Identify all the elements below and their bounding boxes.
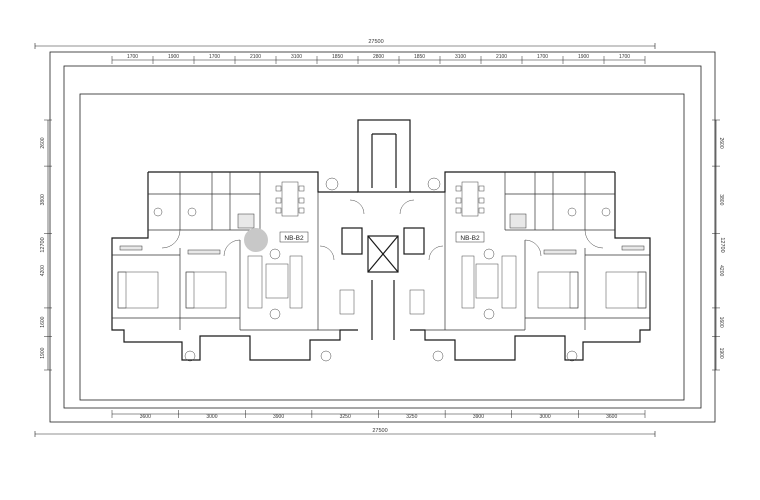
middle-frame xyxy=(63,65,702,409)
top-dim-label: 2100 xyxy=(250,54,261,60)
sofa-right xyxy=(501,255,517,309)
left-dim-label: 3800 xyxy=(40,194,46,205)
bottom-dim-label: 3600 xyxy=(140,414,151,420)
unit-label-right-box: NB-B2 xyxy=(455,231,485,243)
top-dim-label: 3100 xyxy=(291,54,302,60)
left-dim-label: 1900 xyxy=(40,347,46,358)
top-dim-label: 1850 xyxy=(414,54,425,60)
overall-width-top: 27500 xyxy=(368,39,383,45)
right-dimension-chain: 2600 3800 4200 1600 1900 xyxy=(712,119,724,371)
left-dim-label: 2600 xyxy=(40,137,46,148)
sheet-frames xyxy=(49,51,716,423)
bed-right-1 xyxy=(605,271,647,309)
top-dim-label: 1700 xyxy=(537,54,548,60)
top-dim-label: 1850 xyxy=(332,54,343,60)
right-dim-label: 1600 xyxy=(718,317,724,328)
highlight-marker xyxy=(244,228,268,252)
right-dim-label: 4200 xyxy=(718,265,724,276)
bottom-dim-label: 3250 xyxy=(340,414,351,420)
overall-width-bottom: 27500 xyxy=(372,428,387,434)
top-dim-label: 1900 xyxy=(168,54,179,60)
left-dim-label: 4200 xyxy=(40,265,46,276)
building-walls xyxy=(111,119,651,361)
overall-height-right: 12700 xyxy=(719,237,725,252)
top-dim-label: 1700 xyxy=(127,54,138,60)
top-dim-label: 3100 xyxy=(455,54,466,60)
top-dim-label: 2100 xyxy=(496,54,507,60)
bed-right-2 xyxy=(537,271,579,309)
bed-left-2 xyxy=(185,271,227,309)
bottom-dim-label: 3600 xyxy=(606,414,617,420)
right-dim-label: 1900 xyxy=(718,348,724,359)
dining-table-right xyxy=(461,181,479,217)
top-dim-label: 2800 xyxy=(373,54,384,60)
sofa-left xyxy=(247,255,263,309)
top-dimension-chain: 1700 1900 1700 2100 3100 1850 2800 1850 3100 2100… xyxy=(111,54,646,64)
unit-label-left-box: NB-B2 xyxy=(279,231,309,243)
window-hatches xyxy=(119,213,645,255)
overall-dimension-lines xyxy=(34,43,717,437)
bottom-dimension-chain: 3600 3000 3900 3250 3250 3900 3000 3600 xyxy=(111,410,646,420)
top-dim-label: 1700 xyxy=(209,54,220,60)
right-dim-label: 2600 xyxy=(718,137,724,148)
inner-frame xyxy=(79,93,685,401)
overall-height-left: 12700 xyxy=(40,237,46,252)
unit-label-right: NB-B2 xyxy=(460,235,480,242)
dining-table-left xyxy=(281,181,299,217)
bottom-dim-label: 3000 xyxy=(540,414,551,420)
bottom-dim-label: 3250 xyxy=(406,414,417,420)
bed-left-1 xyxy=(117,271,159,309)
furniture xyxy=(117,177,647,362)
bottom-dim-label: 3900 xyxy=(473,414,484,420)
left-dimension-chain: 2600 3800 4200 1600 1900 xyxy=(40,119,52,371)
outer-frame xyxy=(49,51,716,423)
stair-tower xyxy=(357,119,411,193)
bottom-dim-label: 3000 xyxy=(206,414,217,420)
interior-partitions xyxy=(112,172,650,331)
top-dim-label: 1700 xyxy=(619,54,630,60)
unit-label-left: NB-B2 xyxy=(284,235,304,242)
left-dim-label: 1600 xyxy=(40,316,46,327)
top-dim-label: 1900 xyxy=(578,54,589,60)
bottom-dim-label: 3900 xyxy=(273,414,284,420)
right-dim-label: 3800 xyxy=(718,194,724,205)
elevator-shaft xyxy=(367,235,399,273)
